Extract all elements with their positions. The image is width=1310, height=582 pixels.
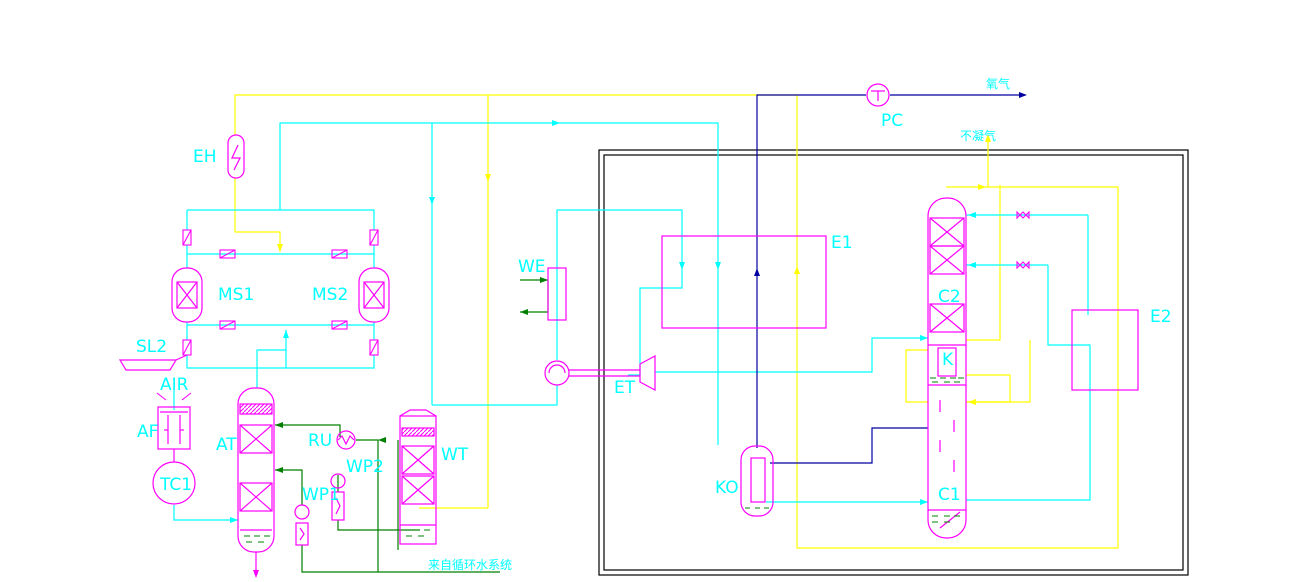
wt-water-level	[404, 529, 430, 537]
label-tc1: TC1	[159, 475, 192, 495]
e1-heat-exchanger	[661, 235, 827, 329]
label-c1: C1	[938, 485, 961, 505]
air-inlet-arrows	[156, 392, 192, 401]
distillation-column	[927, 197, 967, 539]
ko-vessel	[740, 445, 774, 517]
at-cooling-tower	[237, 387, 275, 572]
eh-electric-heater	[227, 134, 245, 179]
label-oxygen: 氧气	[986, 76, 1010, 91]
label-af: AF	[137, 422, 158, 442]
e2-subcooler	[1071, 309, 1139, 391]
blue-lines	[756, 94, 1025, 464]
ms2-adsorber	[358, 267, 390, 323]
label-e2: E2	[1150, 307, 1172, 327]
label-noncondensable: 不凝气	[960, 128, 996, 143]
blue-arrows	[754, 92, 1027, 276]
label-at: AT	[216, 435, 237, 455]
label-sl2: SL2	[136, 337, 167, 357]
booster-compressor	[544, 360, 570, 386]
green-arrows	[275, 277, 548, 473]
label-wp2: WP2	[346, 457, 384, 477]
we-heater	[547, 267, 567, 321]
shaft	[569, 369, 640, 377]
sl2-silencer	[118, 354, 188, 371]
label-wp1: WP1	[302, 485, 340, 505]
label-air: AIR	[160, 375, 189, 395]
label-ru: RU	[308, 431, 332, 451]
at-water-level	[244, 535, 270, 543]
pc-oxygen-compressor	[866, 83, 890, 107]
at-drain-arrow	[253, 570, 259, 578]
green-lines	[275, 279, 549, 573]
column-liquid	[930, 377, 964, 523]
wt-water-tower	[399, 409, 437, 545]
label-ms2: MS2	[312, 285, 348, 305]
reflux-valves	[1016, 210, 1030, 270]
label-k: K	[942, 350, 954, 370]
noncondensable-arrow	[985, 134, 991, 142]
cyan-arrows	[230, 120, 976, 523]
ms1-adsorber	[171, 267, 203, 323]
label-ko: KO	[715, 478, 739, 498]
label-wt: WT	[441, 445, 469, 465]
label-et: ET	[614, 378, 636, 398]
valve-set	[182, 229, 379, 356]
af-air-filter	[157, 406, 191, 462]
label-ms1: MS1	[218, 285, 254, 305]
wp2-pump	[330, 473, 346, 521]
ru-exchanger	[336, 430, 356, 450]
label-c2: C2	[938, 287, 961, 307]
tc1-compressor	[152, 461, 196, 505]
label-pc: PC	[881, 111, 903, 131]
et-expander	[639, 355, 656, 391]
cold-box-frame	[598, 149, 1189, 576]
label-we: WE	[518, 257, 546, 277]
cyan-lines	[173, 122, 1091, 521]
label-cooling-water: 来自循环水系统	[428, 558, 512, 572]
yellow-lines	[234, 94, 1119, 549]
wp1-pump	[294, 504, 310, 546]
label-e1: E1	[831, 233, 853, 253]
label-eh: EH	[193, 147, 217, 167]
yellow-arrows	[277, 174, 986, 405]
